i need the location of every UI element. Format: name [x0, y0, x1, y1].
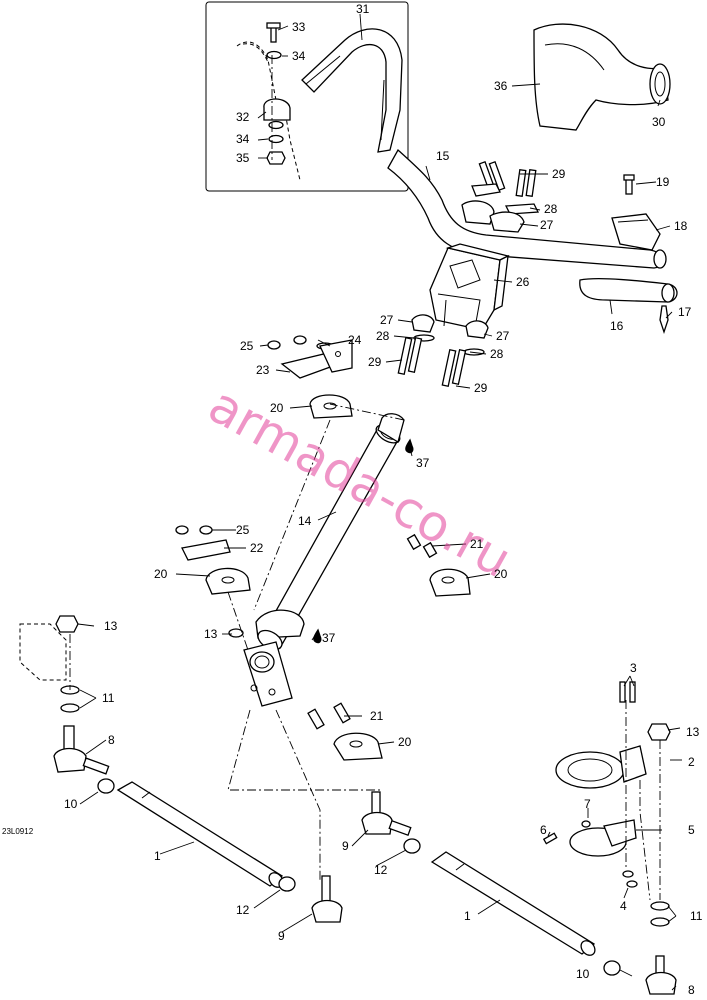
- upper-clamp-bolts: [461, 160, 540, 233]
- callout-27: 27: [380, 313, 394, 327]
- tie-rod-right: [430, 851, 596, 956]
- callout-3: 3: [630, 661, 637, 675]
- handlebar-detail-inset: [205, 1, 409, 192]
- right-mount-bracket: [542, 681, 677, 995]
- callout-16: 16: [610, 319, 624, 333]
- leader-lines: [77, 13, 682, 991]
- callout-26: 26: [516, 275, 530, 289]
- callout-32: 32: [236, 110, 250, 124]
- nut: [403, 838, 421, 854]
- callout-10: 10: [64, 797, 78, 811]
- callout-9: 9: [278, 929, 285, 943]
- callout-15: 15: [436, 149, 450, 163]
- callout-13: 13: [686, 725, 700, 739]
- callout-12: 12: [374, 863, 388, 877]
- callout-35: 35: [236, 151, 250, 165]
- watermark: armada-co.ru: [199, 376, 520, 589]
- callout-2: 2: [688, 755, 695, 769]
- nut: [97, 778, 115, 794]
- clamp-hardware-stack: [263, 22, 291, 165]
- callout-20: 20: [398, 735, 412, 749]
- riser-lower-clamps: [397, 314, 489, 388]
- callout-20: 20: [154, 567, 168, 581]
- callout-1: 1: [464, 909, 471, 923]
- nut: [603, 960, 621, 976]
- callout-25: 25: [236, 523, 250, 537]
- callout-9: 9: [342, 839, 349, 853]
- callout-25: 25: [240, 339, 254, 353]
- grip-cover: [533, 23, 671, 131]
- throttle-housing: [611, 174, 661, 251]
- callout-14: 14: [298, 514, 312, 528]
- callout-27: 27: [540, 218, 554, 232]
- lubricant-drop-icon: [313, 628, 322, 644]
- lower-right-support: [307, 702, 383, 761]
- alignment-lines: [69, 55, 661, 901]
- callout-27: 27: [496, 329, 510, 343]
- callout-19: 19: [656, 175, 670, 189]
- callout-10: 10: [576, 967, 590, 981]
- ball-joint-lower: [311, 875, 343, 923]
- callout-36: 36: [494, 79, 508, 93]
- callout-4: 4: [620, 899, 627, 913]
- steering-column: [255, 413, 405, 651]
- callout-12: 12: [236, 903, 250, 917]
- callout-18: 18: [674, 219, 688, 233]
- callout-29: 29: [552, 167, 566, 181]
- column-lower-plate: [228, 628, 293, 707]
- callout-13: 13: [204, 627, 218, 641]
- callout-34: 34: [236, 132, 250, 146]
- callout-20: 20: [494, 567, 508, 581]
- hand-grip: [579, 278, 678, 335]
- handlebar-riser: [429, 243, 510, 331]
- callout-31: 31: [356, 2, 370, 16]
- callout-1: 1: [154, 849, 161, 863]
- right-mid-support: [406, 533, 471, 597]
- callout-21: 21: [470, 537, 484, 551]
- callout-6: 6: [540, 823, 547, 837]
- upper-column-support: [267, 335, 353, 419]
- callout-29: 29: [368, 355, 382, 369]
- callout-13: 13: [104, 619, 118, 633]
- callout-34: 34: [292, 49, 306, 63]
- callout-37: 37: [416, 456, 430, 470]
- callout-17: 17: [678, 305, 692, 319]
- ball-joint-upper: [361, 791, 412, 837]
- callout-37: 37: [322, 631, 336, 645]
- callout-30: 30: [652, 115, 666, 129]
- callout-24: 24: [348, 333, 362, 347]
- lubricant-drop-icon: [405, 438, 414, 454]
- callout-28: 28: [490, 347, 504, 361]
- callout-8: 8: [688, 983, 695, 997]
- callout-22: 22: [250, 541, 264, 555]
- callout-11: 11: [690, 909, 703, 923]
- callout-5: 5: [688, 823, 695, 837]
- handlebar: [387, 148, 667, 269]
- callout-21: 21: [370, 709, 384, 723]
- callout-20: 20: [270, 401, 284, 415]
- callout-28: 28: [544, 202, 558, 216]
- nut: [278, 876, 296, 892]
- callout-29: 29: [474, 381, 488, 395]
- figure-reference-code: 23L0912: [2, 827, 34, 836]
- left-arm-mount: [19, 615, 110, 775]
- middle-column-support: [175, 525, 251, 595]
- callout-8: 8: [108, 733, 115, 747]
- callout-23: 23: [256, 363, 270, 377]
- callout-11: 11: [102, 691, 115, 705]
- callout-28: 28: [376, 329, 390, 343]
- callout-33: 33: [292, 20, 306, 34]
- callout-7: 7: [584, 797, 591, 811]
- tie-rod-left: [116, 781, 284, 888]
